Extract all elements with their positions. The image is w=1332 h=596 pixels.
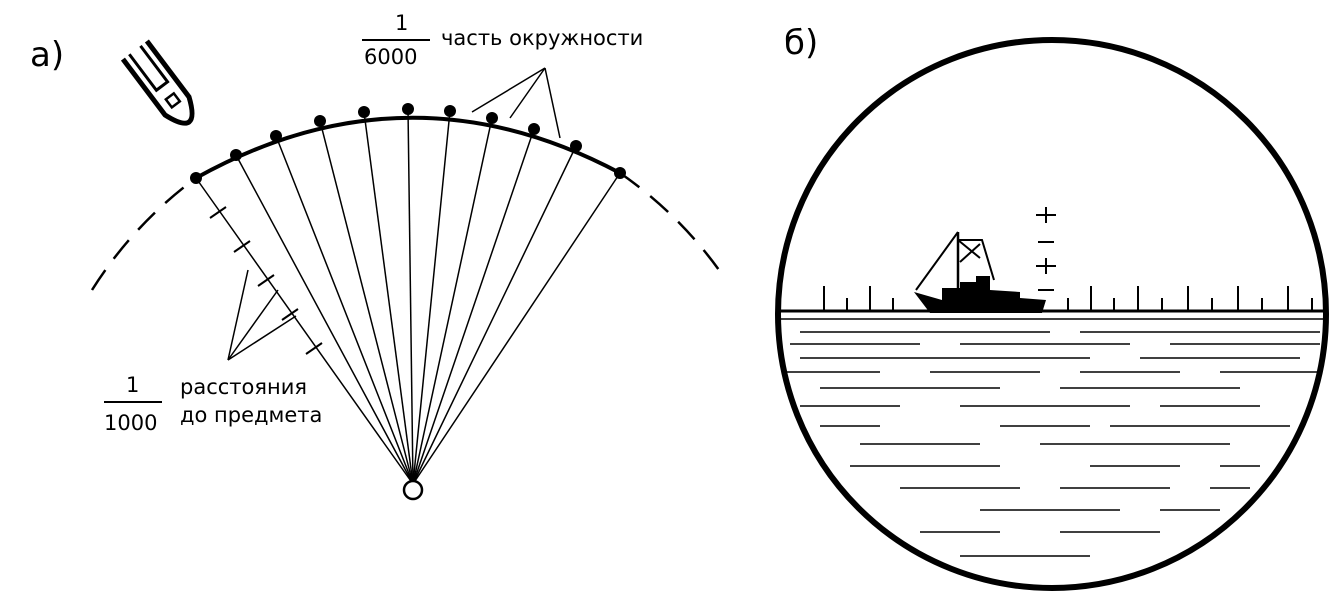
panel-b-label: б) — [784, 23, 818, 63]
arc-dots — [190, 103, 626, 184]
eyepiece-view — [778, 207, 1326, 557]
top-callout-lines — [471, 67, 561, 139]
top-caption: часть окружности — [441, 26, 643, 50]
top-fraction-denominator: 6000 — [364, 45, 417, 69]
panel-a: а) — [30, 11, 728, 501]
panel-b: б) — [775, 23, 1329, 591]
water-lines — [780, 331, 1320, 557]
bottom-fraction-denominator: 1000 — [104, 411, 157, 435]
bottom-fraction-numerator: 1 — [126, 373, 139, 397]
observer-point — [402, 479, 424, 501]
ship-silhouette — [914, 231, 1046, 313]
bottom-callout-lines — [227, 269, 297, 361]
circle-dashed-left — [90, 176, 197, 291]
bottom-caption-line2: до предмета — [180, 403, 322, 427]
circle-dashed-right — [619, 171, 728, 281]
panel-a-label: а) — [30, 35, 64, 75]
pencil-icon — [120, 39, 195, 126]
distance-ticks — [209, 206, 323, 355]
reticle-vertical-marks — [1036, 207, 1056, 291]
top-fraction-numerator: 1 — [395, 11, 408, 35]
radial-lines — [195, 108, 621, 485]
bottom-caption-line1: расстояния — [180, 375, 307, 399]
eyepiece-circle — [775, 37, 1329, 591]
reticle-scale-ticks — [823, 286, 1313, 311]
